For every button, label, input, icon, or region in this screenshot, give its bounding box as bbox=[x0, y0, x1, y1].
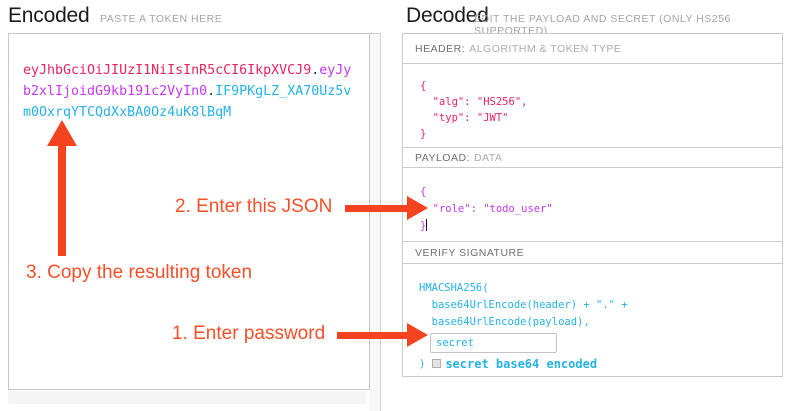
payload-json-line: } bbox=[420, 219, 428, 232]
header-json-line: } bbox=[420, 128, 427, 140]
horizontal-scrollbar[interactable] bbox=[8, 391, 366, 404]
decoded-panel: HEADER: ALGORITHM & TOKEN TYPE { "alg": … bbox=[402, 33, 783, 377]
token-signature-segment: IF9PKgLZ_XA70Uz5v bbox=[215, 84, 352, 99]
arrow-right-shaft bbox=[337, 332, 407, 339]
payload-section-label: PAYLOAD: bbox=[415, 151, 470, 164]
close-paren: ) bbox=[419, 357, 426, 370]
secret-base64-encoded-checkbox[interactable] bbox=[432, 359, 442, 368]
token-line: b2xlIjoidG9kb191c2VyIn0.IF9PKgLZ_XA70Uz5… bbox=[23, 81, 359, 102]
token-line: eyJhbGciOiJIUzI1NiIsInR5cCI6IkpXVCJ9.eyJ… bbox=[23, 60, 359, 81]
arrow-right-icon bbox=[407, 323, 428, 347]
header-json-line: { bbox=[420, 80, 427, 92]
token-separator-dot: . bbox=[207, 84, 216, 99]
annotation-step3: 3. Copy the resulting token bbox=[26, 262, 253, 283]
payload-section-title: PAYLOAD: DATA bbox=[403, 147, 782, 167]
payload-section-sublabel: DATA bbox=[473, 151, 503, 164]
secret-base64-encoded-label: secret base64 encoded bbox=[445, 356, 598, 371]
header-json-editor[interactable]: { "alg": "HS256", "typ": "JWT" } bbox=[403, 63, 782, 147]
text-cursor bbox=[426, 219, 428, 231]
header-section-label: HEADER: bbox=[415, 42, 466, 55]
payload-json-editor[interactable]: { "role": "todo_user" } bbox=[403, 167, 782, 241]
secret-input[interactable] bbox=[430, 333, 557, 353]
annotation-step2: 2. Enter this JSON bbox=[175, 196, 333, 217]
payload-json-line: { bbox=[420, 186, 427, 198]
header-json-line: "alg": "HS256", bbox=[420, 96, 528, 108]
arrow-up-shaft bbox=[58, 145, 66, 256]
payload-json-line: "role": "todo_user" bbox=[420, 203, 553, 215]
vertical-scrollbar[interactable] bbox=[370, 33, 381, 411]
signature-code-line: base64UrlEncode(payload), bbox=[419, 316, 590, 328]
encoded-token-box[interactable]: eyJhbGciOiJIUzI1NiIsInR5cCI6IkpXVCJ9.eyJ… bbox=[8, 33, 370, 390]
token-payload-segment: b2xlIjoidG9kb191c2VyIn0 bbox=[23, 84, 208, 99]
arrow-up-icon bbox=[47, 120, 77, 146]
token-header-segment: eyJhbGciOiJIUzI1NiIsInR5cCI6IkpXVCJ9 bbox=[23, 63, 312, 78]
token-line: m0OxrqYTCQdXxBA0Oz4uK8lBqM bbox=[23, 102, 359, 123]
arrow-right-shaft bbox=[345, 205, 407, 212]
signature-code-line: HMACSHA256( bbox=[419, 282, 489, 294]
signature-block: HMACSHA256( base64UrlEncode(header) + ".… bbox=[403, 263, 782, 376]
header-section-title: HEADER: ALGORITHM & TOKEN TYPE bbox=[403, 34, 782, 63]
annotation-step1: 1. Enter password bbox=[172, 323, 326, 344]
encoded-title: Encoded bbox=[8, 4, 90, 27]
token-separator-dot: . bbox=[311, 63, 320, 78]
token-payload-segment: eyJy bbox=[319, 63, 352, 78]
arrow-right-icon bbox=[407, 196, 428, 220]
secret-encoding-row: ) secret base64 encoded bbox=[419, 356, 782, 371]
jwt-token-input[interactable]: eyJhbGciOiJIUzI1NiIsInR5cCI6IkpXVCJ9.eyJ… bbox=[9, 34, 369, 123]
decoded-title: Decoded bbox=[406, 4, 489, 27]
encoded-subtitle: PASTE A TOKEN HERE bbox=[100, 13, 223, 25]
header-section-sublabel: ALGORITHM & TOKEN TYPE bbox=[469, 42, 622, 55]
token-signature-segment: m0OxrqYTCQdXxBA0Oz4uK8lBqM bbox=[23, 105, 232, 120]
header-json-line: "typ": "JWT" bbox=[420, 112, 509, 124]
signature-section-label: VERIFY SIGNATURE bbox=[415, 246, 525, 259]
signature-code-line: base64UrlEncode(header) + "." + bbox=[419, 299, 628, 311]
signature-section-title: VERIFY SIGNATURE bbox=[403, 241, 782, 263]
